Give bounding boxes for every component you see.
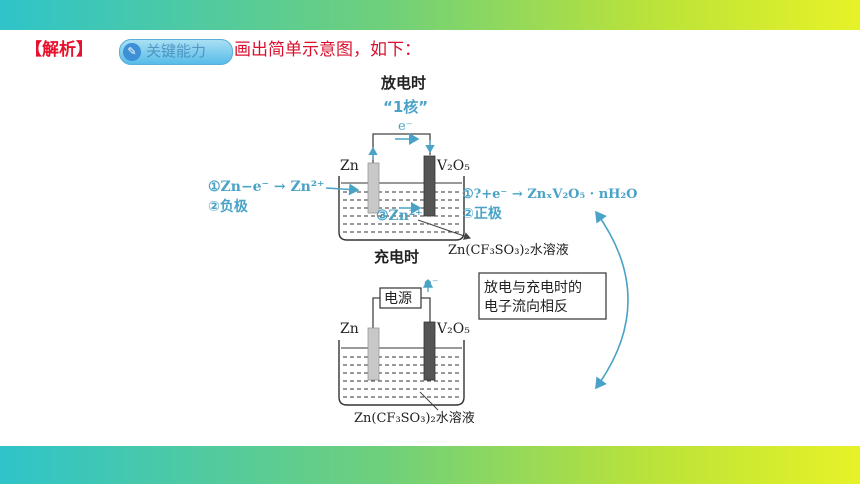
discharge-electrolyte: Zn(CF₃SO₃)₂水溶液 [448, 243, 569, 258]
note-box [478, 272, 607, 320]
charge-beaker [338, 340, 465, 406]
charge-zn-electrode [367, 327, 380, 381]
intro-text: 画出简单示意图，如下： [234, 40, 421, 60]
charge-electrolyte: Zn(CF₃SO₃)₂水溶液 [354, 411, 475, 426]
discharge-zn-electrode [367, 162, 380, 214]
pencil-icon: ✎ [123, 43, 141, 61]
cathode-reaction: ①?+e⁻ → ZnₓV₂O₅ · nH₂O [462, 187, 638, 202]
zn-ion-label: ③Zn²⁺ [376, 208, 422, 224]
charge-electron-label: e⁻ [424, 276, 439, 291]
anode-reaction: ①Zn−e⁻ → Zn²⁺ [208, 179, 324, 195]
power-source-box [379, 287, 422, 309]
note-line-2: 电子流向相反 [484, 299, 568, 315]
anode-role: ②负极 [208, 198, 249, 215]
bottom-banner [0, 446, 860, 484]
electrolyte-pointer [417, 219, 471, 240]
charge-v2o5-electrode [423, 321, 436, 381]
anode-pointer-arrow [325, 183, 360, 196]
top-banner [0, 0, 860, 30]
note-line-1: 放电与充电时的 [484, 280, 582, 296]
core-label: “1核” [383, 98, 428, 116]
charge-v2o5-label: V₂O₅ [436, 321, 470, 337]
badge-label: 关键能力 [146, 42, 207, 60]
power-source-label: 电源 [384, 291, 412, 307]
cathode-role: ②正极 [462, 205, 503, 222]
charge-zn-label: Zn [340, 321, 359, 337]
charge-electrolyte-pointer [419, 391, 439, 411]
charge-title: 充电时 [374, 248, 419, 266]
discharge-v2o5-electrode [423, 155, 436, 217]
key-ability-badge: ✎ 关键能力 [119, 39, 233, 65]
discharge-v2o5-label: V₂O₅ [436, 158, 470, 174]
curved-double-arrow [595, 210, 629, 390]
analysis-label: 【解析】 [25, 40, 93, 60]
discharge-title: 放电时 [380, 74, 426, 92]
discharge-electron-label: e⁻ [398, 119, 413, 134]
discharge-zn-label: Zn [340, 158, 359, 174]
